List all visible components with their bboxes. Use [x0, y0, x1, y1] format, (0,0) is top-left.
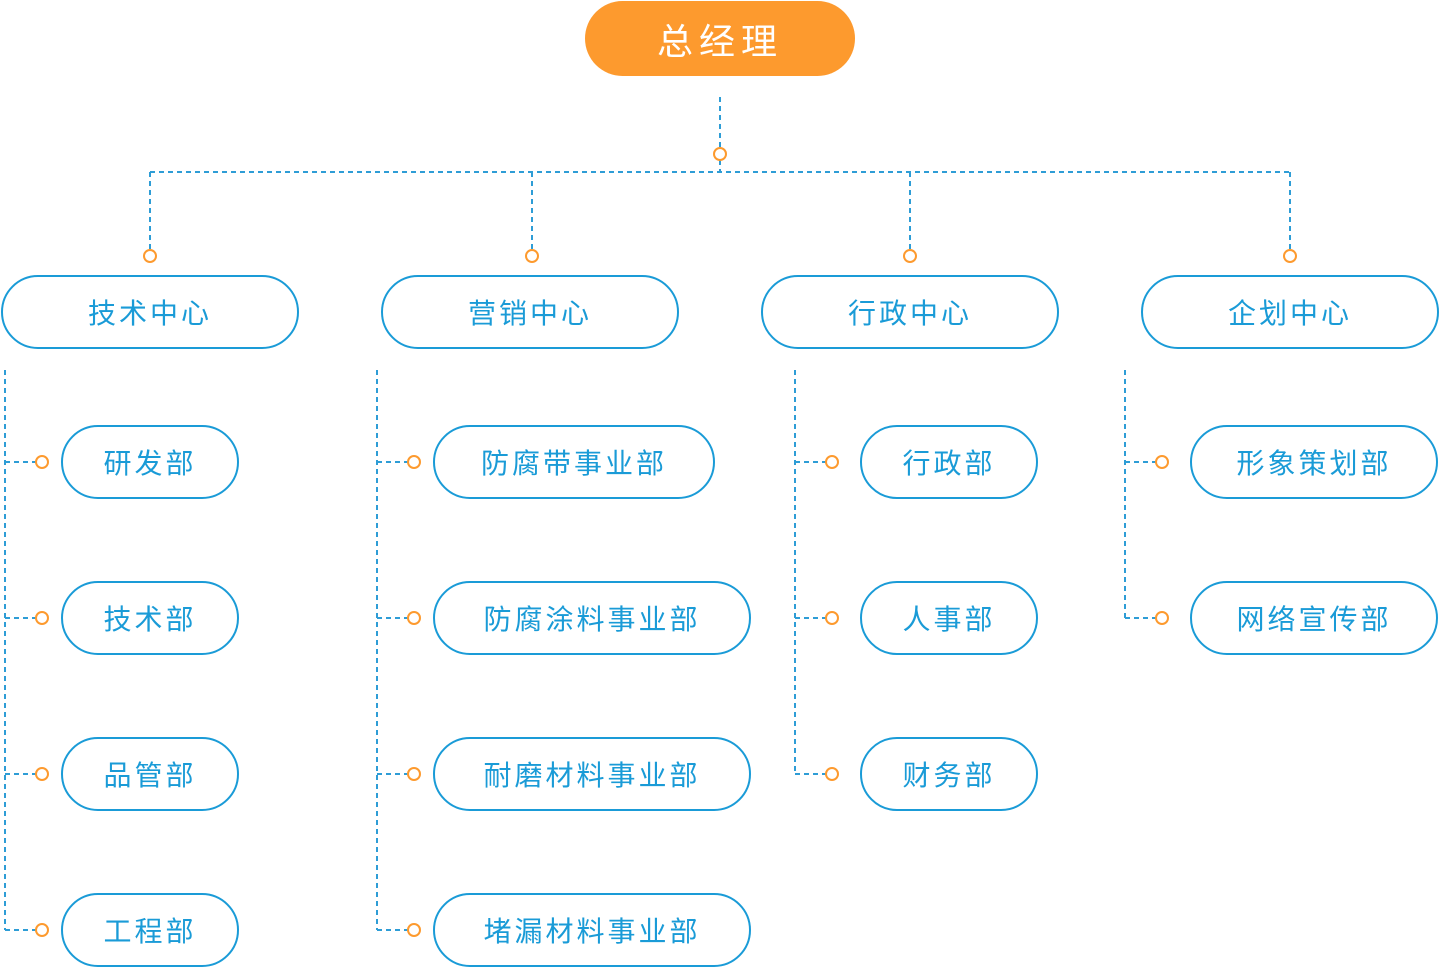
general-manager-label: 总经理 — [656, 21, 783, 63]
department-0-2-connector-dot — [35, 767, 49, 781]
center-label-planning: 企划中心 — [1227, 297, 1352, 330]
center-box-admin: 行政中心 — [761, 275, 1059, 349]
center-2-connector-dot — [903, 249, 917, 263]
center-label-tech: 技术中心 — [87, 297, 212, 330]
department-0-0-connector-dot — [35, 455, 49, 469]
department-box: 形象策划部 — [1190, 425, 1438, 499]
department-box: 技术部 — [61, 581, 239, 655]
center-box-planning: 企划中心 — [1141, 275, 1439, 349]
department-label: 防腐涂料事业部 — [483, 603, 701, 636]
department-box: 网络宣传部 — [1190, 581, 1438, 655]
department-box: 人事部 — [860, 581, 1038, 655]
center-label-admin: 行政中心 — [847, 297, 972, 330]
department-1-2-connector-dot — [407, 767, 421, 781]
department-label: 工程部 — [103, 915, 197, 948]
department-label: 品管部 — [103, 759, 197, 792]
department-1-3-connector-dot — [407, 923, 421, 937]
department-1-0-connector-dot — [407, 455, 421, 469]
department-1-1-connector-dot — [407, 611, 421, 625]
department-label: 研发部 — [103, 447, 197, 480]
center-1-connector-dot — [525, 249, 539, 263]
department-label: 网络宣传部 — [1236, 603, 1392, 636]
department-label: 行政部 — [902, 447, 996, 480]
department-2-2-connector-dot — [825, 767, 839, 781]
department-label: 防腐带事业部 — [480, 447, 667, 480]
department-3-1-connector-dot — [1155, 611, 1169, 625]
center-box-marketing: 营销中心 — [381, 275, 679, 349]
general-manager-box: 总经理 — [585, 1, 855, 76]
department-box: 工程部 — [61, 893, 239, 967]
center-box-tech: 技术中心 — [1, 275, 299, 349]
department-3-0-connector-dot — [1155, 455, 1169, 469]
department-label: 技术部 — [103, 603, 197, 636]
department-box: 堵漏材料事业部 — [433, 893, 751, 967]
department-label: 堵漏材料事业部 — [483, 915, 701, 948]
department-box: 防腐带事业部 — [433, 425, 715, 499]
department-2-0-connector-dot — [825, 455, 839, 469]
department-box: 财务部 — [860, 737, 1038, 811]
department-label: 财务部 — [902, 759, 996, 792]
center-3-connector-dot — [1283, 249, 1297, 263]
department-0-1-connector-dot — [35, 611, 49, 625]
department-box: 品管部 — [61, 737, 239, 811]
department-0-3-connector-dot — [35, 923, 49, 937]
center-0-connector-dot — [143, 249, 157, 263]
department-label: 形象策划部 — [1236, 447, 1392, 480]
root-connector-dot — [713, 147, 727, 161]
center-label-marketing: 营销中心 — [467, 297, 592, 330]
department-box: 研发部 — [61, 425, 239, 499]
department-label: 人事部 — [902, 603, 996, 636]
department-box: 行政部 — [860, 425, 1038, 499]
department-label: 耐磨材料事业部 — [483, 759, 701, 792]
department-2-1-connector-dot — [825, 611, 839, 625]
department-box: 耐磨材料事业部 — [433, 737, 751, 811]
department-box: 防腐涂料事业部 — [433, 581, 751, 655]
